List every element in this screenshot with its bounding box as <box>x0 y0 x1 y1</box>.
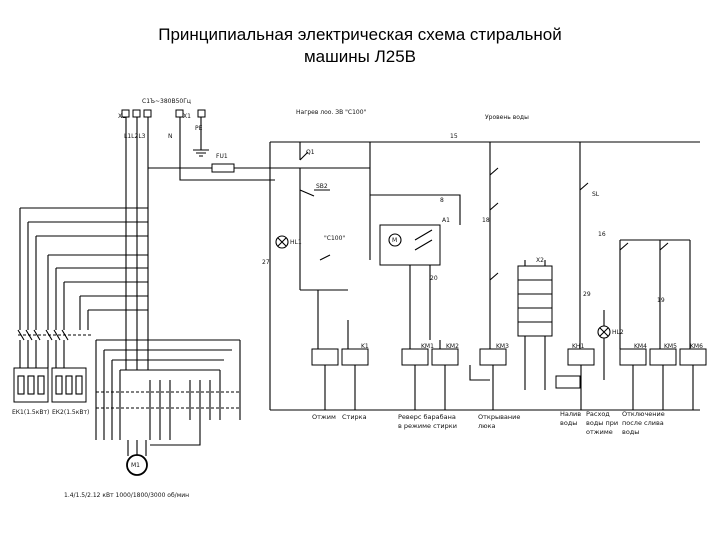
coil-km-stirka <box>341 348 369 366</box>
caption-open-2: люка <box>478 422 496 430</box>
diagram-title-line-1: Принципиальная электрическая схема стира… <box>158 25 562 44</box>
heater-ek1 <box>13 367 49 403</box>
bus-n <box>179 117 275 181</box>
kh-label: KH1 <box>572 343 584 350</box>
indicator-hl1 <box>275 235 289 249</box>
caption-consumption-2: воды при <box>586 419 618 427</box>
wire <box>469 365 490 381</box>
motor-spec-label: 1.4/1.5/2.12 кВт 1000/1800/3000 об/мин <box>64 492 189 499</box>
terminal-box <box>197 109 206 118</box>
wire <box>79 296 89 330</box>
coil-km-otzhim <box>311 348 339 366</box>
km2-label: KM2 <box>446 343 459 350</box>
wire-number-8: 8 <box>440 197 444 204</box>
wire-number-16: 16 <box>598 231 606 238</box>
caption-shutoff-3: воды <box>622 428 639 436</box>
terminal-box <box>121 109 130 118</box>
terminal-box <box>143 109 152 118</box>
ground-symbol <box>193 117 209 157</box>
heating-label: Нагрев лоо. ЗВ "С100" <box>296 109 367 116</box>
coil-km4 <box>619 348 647 366</box>
c100-label: "С100" <box>324 235 345 242</box>
wire-number-19: 19 <box>657 297 665 304</box>
contactor-contacts-left <box>17 329 92 368</box>
lock-motor <box>388 233 402 247</box>
wire <box>370 194 461 340</box>
indicator-hl2-cross <box>599 327 609 337</box>
caption-consumption: Расход <box>586 410 610 418</box>
wire <box>150 420 201 446</box>
coil-kh1 <box>567 348 595 366</box>
x2-label: X2 <box>536 257 544 264</box>
lock-motor-label: М <box>392 237 397 244</box>
wire <box>47 255 65 330</box>
wire <box>19 208 37 330</box>
terminal-x1b-label: Х1 <box>183 113 191 120</box>
heater-ek2 <box>51 367 87 403</box>
k1-label: K1 <box>361 343 369 350</box>
wire <box>300 142 371 260</box>
caption-revers-2: в режиме стирки <box>398 422 457 430</box>
caption-consumption-3: отжиме <box>586 428 613 436</box>
terminal-block-x2 <box>517 265 553 337</box>
fu1-label: FU1 <box>216 153 228 160</box>
wire <box>80 295 148 311</box>
wire-number-20: 20 <box>430 275 438 282</box>
wire-number-18: 18 <box>482 217 490 224</box>
km5-label: KM5 <box>664 343 677 350</box>
sl-label: SL <box>592 191 600 198</box>
pe-label: PE <box>195 125 203 132</box>
wire-number-29: 29 <box>583 291 591 298</box>
caption-fill-2: воды <box>560 419 577 427</box>
switch-sb2 <box>299 189 330 197</box>
a1-label: A1 <box>442 217 450 224</box>
heater-ek1-label: ЕК1(1.5кВт) <box>12 409 49 416</box>
terminal-box <box>132 109 141 118</box>
diagram-title-line-2: машины Л25В <box>303 47 416 66</box>
km6-label: KM6 <box>690 343 703 350</box>
q1-label: Q1 <box>306 149 315 156</box>
motor-m1-label: М1 <box>131 462 140 469</box>
fuse-fu1 <box>211 163 235 173</box>
km1-label: KM1 <box>421 343 434 350</box>
caption-open: Открывание <box>478 413 520 421</box>
coil-km6 <box>679 348 707 366</box>
caption-otzhim: Отжим <box>312 413 336 421</box>
caption-stirka: Стирка <box>342 413 367 421</box>
indicator-hl1-cross <box>277 237 287 247</box>
coil-km5 <box>649 348 677 366</box>
wire-number-27: 27 <box>262 259 270 266</box>
caption-shutoff: Отключение <box>622 410 665 418</box>
wire-number-15: 15 <box>450 133 458 140</box>
coil-km1 <box>401 348 429 366</box>
hl2-label: HL2 <box>612 329 624 336</box>
water-level-label: Уровень воды <box>485 114 529 121</box>
heater-ek2-label: ЕК2(1.5кВт) <box>52 409 89 416</box>
control-branches <box>300 142 691 390</box>
wire <box>324 365 694 410</box>
lock-contacts <box>414 229 433 251</box>
caption-shutoff-2: после слива <box>622 419 664 427</box>
km3-label: KM3 <box>496 343 509 350</box>
coil-bottom <box>555 375 581 389</box>
wire <box>48 254 148 283</box>
hl1-label: HL1 <box>290 239 302 246</box>
heater-coils <box>17 375 83 395</box>
terminal-box <box>175 109 184 118</box>
caption-fill: Налив <box>560 410 581 418</box>
sb2-label: SB2 <box>316 183 328 190</box>
coil-km2 <box>431 348 459 366</box>
supply-label: С1Ъ~380В50Гц <box>142 98 191 105</box>
caption-revers: Реверс барабана <box>398 413 456 421</box>
switch-q1 <box>299 151 309 161</box>
n-label: N <box>168 133 173 140</box>
motor-power-contacts <box>95 339 241 440</box>
coil-km3 <box>479 348 507 366</box>
km4-label: KM4 <box>634 343 647 350</box>
wire <box>127 440 147 456</box>
l123-label: L1L2L3 <box>124 133 146 140</box>
